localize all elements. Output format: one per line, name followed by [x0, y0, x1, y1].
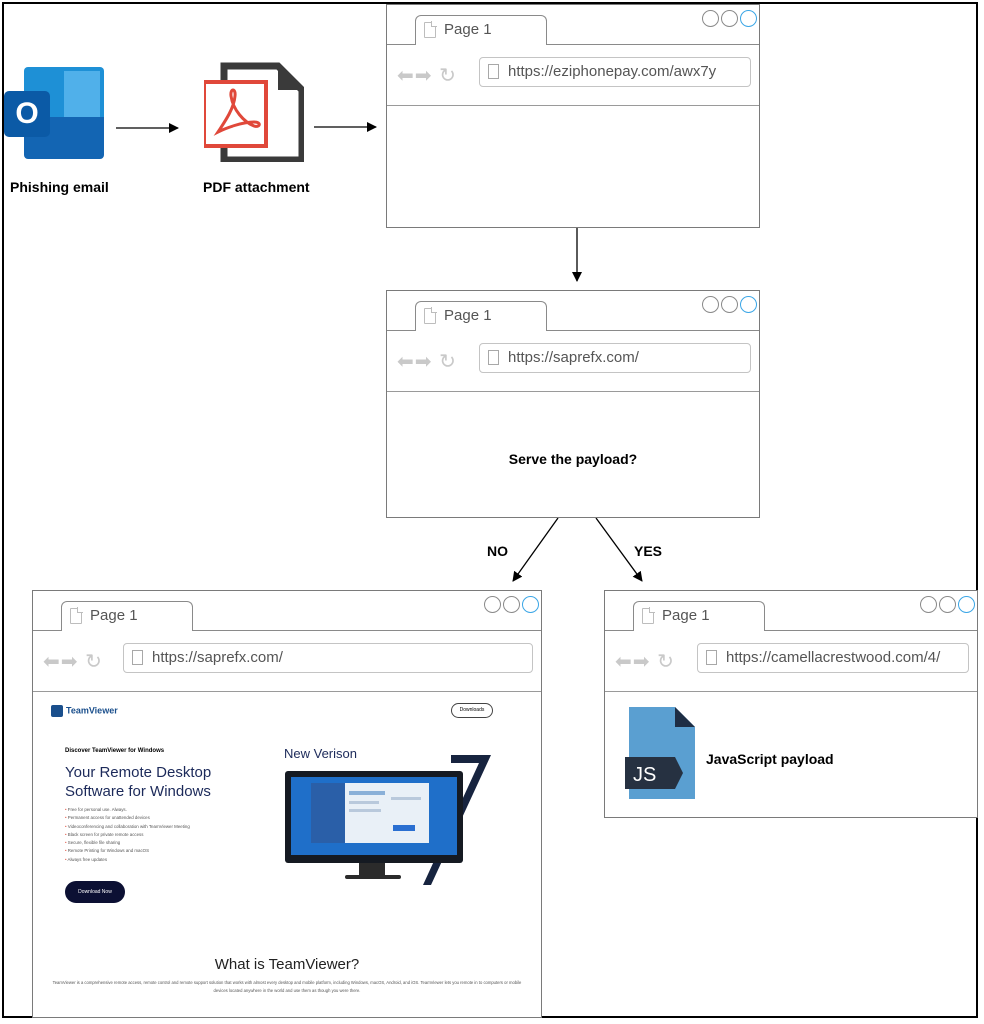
hero-headline: Your Remote Desktop Software for Windows	[65, 764, 212, 800]
branch-yes-label: YES	[634, 543, 663, 559]
javascript-payload-label: JavaScript payload	[706, 751, 834, 767]
window-controls	[700, 296, 757, 318]
feature-item: Permanent access for unattended devices	[65, 814, 190, 822]
forward-arrow-icon[interactable]: ➡	[632, 651, 651, 673]
forward-arrow-icon[interactable]: ➡	[60, 651, 79, 673]
reload-icon[interactable]: ↻	[439, 351, 457, 373]
discover-heading: Discover TeamViewer for Windows	[65, 748, 165, 754]
address-bar[interactable]: https://camellacrestwood.com/4/	[697, 643, 969, 673]
browser-window-saprefx-decision: Page 1 ⬅➡ ↻ https://saprefx.com/ Serve t…	[386, 290, 760, 518]
url-text: https://saprefx.com/	[508, 349, 639, 366]
nav-buttons: ⬅➡ ↻	[397, 349, 457, 374]
back-arrow-icon[interactable]: ⬅	[397, 65, 415, 87]
browser-tab[interactable]: Page 1	[415, 301, 547, 331]
url-text: https://eziphonepay.com/awx7y	[508, 63, 717, 80]
close-icon[interactable]	[740, 10, 757, 27]
tab-title: Page 1	[90, 607, 138, 624]
maximize-icon[interactable]	[503, 596, 520, 613]
feature-item: Black screen for private remote access	[65, 831, 190, 839]
teamviewer-logo-text: TeamViewer	[66, 705, 118, 716]
feature-item: Secure, flexible file sharing	[65, 839, 190, 847]
feature-item: Always free updates	[65, 856, 190, 864]
back-arrow-icon[interactable]: ⬅	[615, 651, 633, 673]
window-controls	[482, 596, 539, 618]
reload-icon[interactable]: ↻	[439, 65, 457, 87]
feature-item: Remote Printing for Windows and macOS	[65, 847, 190, 855]
page-icon	[70, 607, 83, 624]
page-icon	[642, 607, 655, 624]
svg-text:JS: JS	[633, 764, 656, 786]
maximize-icon[interactable]	[721, 296, 738, 313]
minimize-icon[interactable]	[702, 10, 719, 27]
address-bar[interactable]: https://saprefx.com/	[479, 343, 751, 373]
page-icon	[488, 350, 499, 365]
download-now-button[interactable]: Download Now	[65, 881, 125, 903]
close-icon[interactable]	[522, 596, 539, 613]
minimize-icon[interactable]	[484, 596, 501, 613]
phishing-email-label: Phishing email	[10, 179, 109, 195]
browser-tab[interactable]: Page 1	[61, 601, 193, 631]
forward-arrow-icon[interactable]: ➡	[414, 65, 433, 87]
tab-title: Page 1	[662, 607, 710, 624]
forward-arrow-icon[interactable]: ➡	[414, 351, 433, 373]
teamviewer-logo[interactable]: TeamViewer	[51, 705, 118, 717]
nav-buttons: ⬅➡ ↻	[615, 649, 675, 674]
tab-title: Page 1	[444, 21, 492, 38]
minimize-icon[interactable]	[702, 296, 719, 313]
browser-window-teamviewer-decoy: Page 1 ⬅➡ ↻ https://saprefx.com/ TeamVie…	[32, 590, 542, 1018]
window-controls	[700, 10, 757, 32]
nav-buttons: ⬅➡ ↻	[43, 649, 103, 674]
back-arrow-icon[interactable]: ⬅	[397, 351, 415, 373]
serve-payload-question: Serve the payload?	[508, 451, 638, 467]
page-icon	[488, 64, 499, 79]
browser-window-eziphonepay: Page 1 ⬅➡ ↻ https://eziphonepay.com/awx7…	[386, 4, 760, 228]
new-version-label: New Verison	[284, 746, 357, 761]
address-bar[interactable]: https://saprefx.com/	[123, 643, 533, 673]
pdf-file-icon	[204, 62, 304, 162]
reload-icon[interactable]: ↻	[85, 651, 103, 673]
page-icon	[424, 307, 437, 324]
browser-tab[interactable]: Page 1	[415, 15, 547, 45]
url-text: https://camellacrestwood.com/4/	[726, 649, 941, 666]
downloads-button[interactable]: Downloads	[451, 703, 493, 718]
url-text: https://saprefx.com/	[152, 649, 283, 666]
browser-window-camellacrestwood-payload: Page 1 ⬅➡ ↻ https://camellacrestwood.com…	[604, 590, 978, 818]
browser-tab[interactable]: Page 1	[633, 601, 765, 631]
page-icon	[706, 650, 717, 665]
close-icon[interactable]	[958, 596, 975, 613]
javascript-file-icon: JS	[625, 707, 695, 799]
back-arrow-icon[interactable]: ⬅	[43, 651, 61, 673]
page-icon	[424, 21, 437, 38]
branch-no-label: NO	[487, 543, 508, 559]
teamviewer-logo-icon	[51, 705, 63, 717]
teamviewer-description: TeamViewer is a comprehensive remote acc…	[52, 980, 522, 993]
window-controls	[918, 596, 975, 618]
nav-buttons: ⬅➡ ↻	[397, 63, 457, 88]
pdf-attachment-label: PDF attachment	[203, 179, 310, 195]
outlook-icon: O	[4, 67, 104, 161]
close-icon[interactable]	[740, 296, 757, 313]
what-is-teamviewer-heading: What is TeamViewer?	[214, 956, 360, 973]
address-bar[interactable]: https://eziphonepay.com/awx7y	[479, 57, 751, 87]
page-icon	[132, 650, 143, 665]
maximize-icon[interactable]	[721, 10, 738, 27]
monitor-screenshot-image	[285, 755, 491, 885]
tab-title: Page 1	[444, 307, 492, 324]
maximize-icon[interactable]	[939, 596, 956, 613]
feature-item: Videoconferencing and collaboration with…	[65, 823, 190, 831]
minimize-icon[interactable]	[920, 596, 937, 613]
reload-icon[interactable]: ↻	[657, 651, 675, 673]
feature-list: Free for personal use. Always.Permanent …	[65, 806, 190, 864]
feature-item: Free for personal use. Always.	[65, 806, 190, 814]
